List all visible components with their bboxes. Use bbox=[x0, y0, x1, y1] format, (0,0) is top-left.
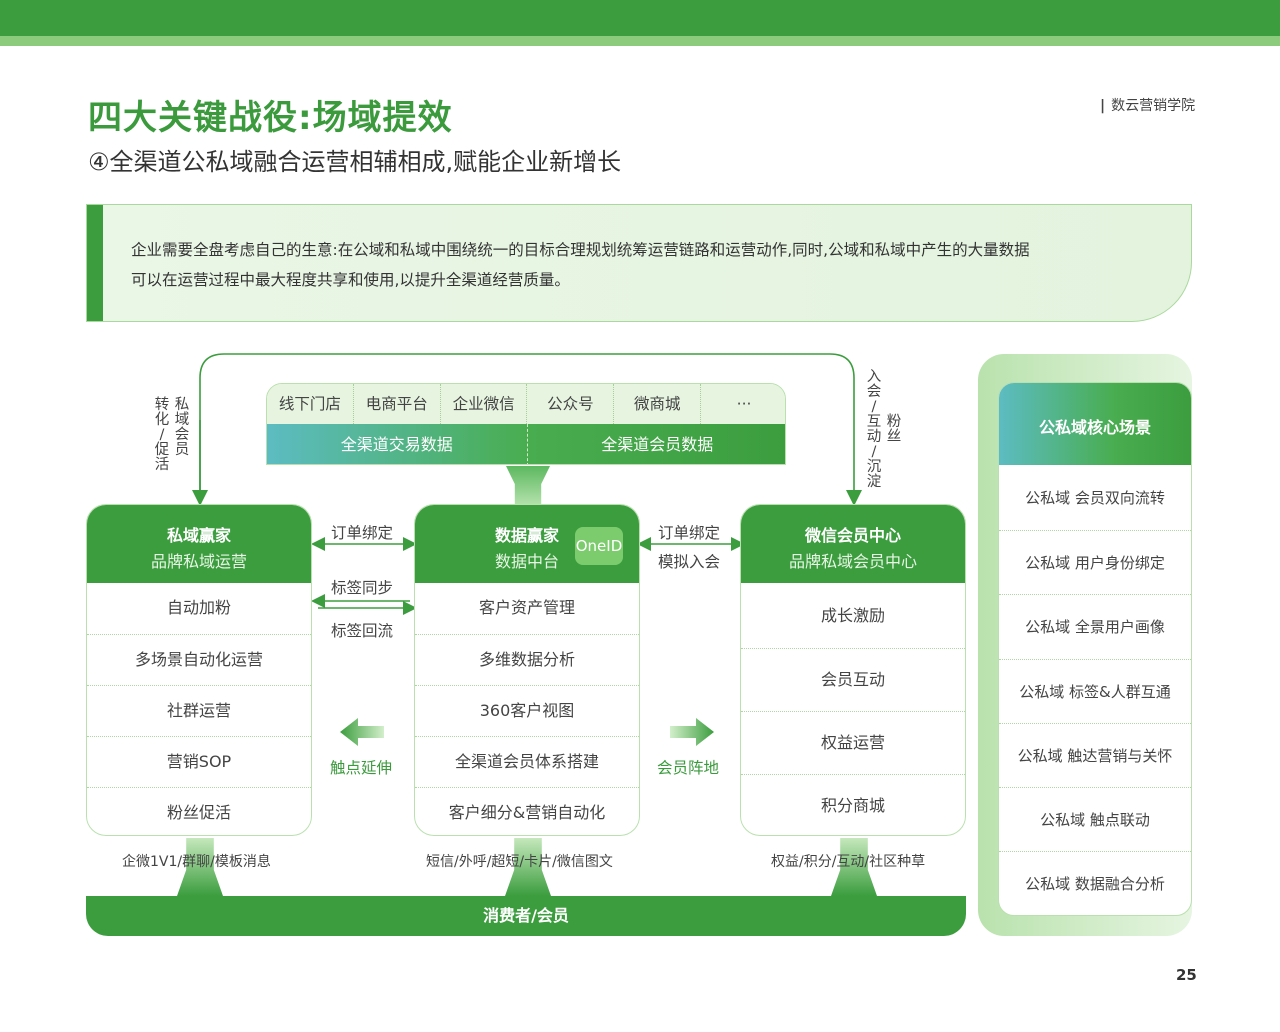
channel-strip: 线下门店 电商平台 企业微信 公众号 微商城 ··· 全渠道交易数据 全渠道会员… bbox=[266, 383, 786, 465]
private-item: 社群运营 bbox=[87, 685, 311, 736]
scene-item: 公私域 标签&人群互通 bbox=[999, 659, 1191, 724]
left-vertical-label: 转化/促活 私域会员 bbox=[154, 398, 190, 473]
member-item: 会员互动 bbox=[741, 648, 965, 711]
vlabel-private-member: 私域会员 bbox=[174, 397, 190, 458]
channel-row: 线下门店 电商平台 企业微信 公众号 微商城 ··· bbox=[267, 384, 785, 424]
touchpoint-extend-label: 触点延伸 bbox=[330, 759, 393, 777]
channel-more: ··· bbox=[736, 395, 752, 413]
intro-box: 企业需要全盘考虑自己的生意:在公域和私域中围绕统一的目标合理规划统筹运营链路和运… bbox=[86, 204, 1192, 322]
scene-item: 公私域 全景用户画像 bbox=[999, 594, 1191, 659]
wechat-member-card: 微信会员中心 品牌私域会员中心 成长激励 会员互动 权益运营 积分商城 bbox=[740, 504, 966, 836]
member-data-label: 全渠道会员数据 bbox=[601, 435, 714, 454]
private-item: 营销SOP bbox=[87, 736, 311, 787]
touch-channels-center: 短信/外呼/超短/卡片/微信图文 bbox=[426, 854, 613, 870]
member-item: 积分商城 bbox=[741, 774, 965, 835]
scene-item: 公私域 触达营销与关怀 bbox=[999, 723, 1191, 788]
scene-item: 公私域 数据融合分析 bbox=[999, 851, 1191, 915]
oneid-badge: OneID bbox=[575, 527, 623, 565]
scene-item: 公私域 会员双向流转 bbox=[1025, 489, 1165, 507]
intro-line-2: 可以在运营过程中最大程度共享和使用,以提升全渠道经营质量。 bbox=[131, 271, 570, 289]
private-winner-card: 私域赢家 品牌私域运营 自动加粉 多场景自动化运营 社群运营 营销SOP 粉丝促… bbox=[86, 504, 312, 836]
data-item: 客户资产管理 bbox=[478, 598, 575, 617]
intro-line-1: 企业需要全盘考虑自己的生意:在公域和私域中围绕统一的目标合理规划统筹运营链路和运… bbox=[131, 241, 1030, 259]
private-winner-title: 私域赢家 bbox=[166, 526, 231, 545]
touch-channels-left: 企微1V1/群聊/模板消息 bbox=[122, 854, 271, 870]
link-tag-return: 标签回流 bbox=[331, 622, 394, 640]
vlabel-join: 入会/互动/沉淀 bbox=[866, 369, 882, 490]
vlabel-fans: 粉丝 bbox=[886, 414, 902, 445]
page-number: 25 bbox=[1176, 966, 1197, 984]
link-tag-sync: 标签同步 bbox=[331, 579, 394, 597]
wechat-member-subtitle: 品牌私域会员中心 bbox=[788, 552, 917, 571]
data-item: 客户细分&营销自动化 bbox=[415, 787, 639, 835]
wechat-member-header: 微信会员中心 品牌私域会员中心 bbox=[741, 505, 965, 583]
link-simulated-join: 模拟入会 bbox=[658, 553, 721, 571]
channel-mini-mall: 微商城 bbox=[614, 384, 702, 424]
right-vertical-label: 入会/互动/沉淀 粉丝 bbox=[866, 370, 902, 490]
brand-text: 数云营销学院 bbox=[1111, 98, 1196, 114]
channel-wecom: 企业微信 bbox=[441, 384, 528, 424]
private-winner-subtitle: 品牌私域运营 bbox=[150, 552, 247, 571]
data-item: 多维数据分析 bbox=[415, 634, 639, 685]
intro-text: 企业需要全盘考虑自己的生意:在公域和私域中围绕统一的目标合理规划统筹运营链路和运… bbox=[131, 235, 1151, 295]
channel-official-account: 公众号 bbox=[527, 384, 615, 424]
link-order-bind-left: 订单绑定 bbox=[331, 524, 394, 542]
data-winner-header: 数据赢家 数据中台 OneID bbox=[415, 505, 639, 583]
page-subtitle: ④全渠道公私域融合运营相辅相成,赋能企业新增长 bbox=[88, 148, 622, 176]
private-item: 自动加粉 bbox=[166, 598, 231, 617]
brand-label: |数云营销学院 bbox=[1100, 98, 1196, 114]
data-item: 360客户视图 bbox=[415, 685, 639, 736]
member-item: 成长激励 bbox=[820, 606, 885, 625]
data-winner-card: 数据赢家 数据中台 OneID 客户资产管理 多维数据分析 360客户视图 全渠… bbox=[414, 504, 640, 836]
private-item: 多场景自动化运营 bbox=[87, 634, 311, 685]
data-winner-title: 数据赢家 bbox=[494, 526, 559, 545]
data-row: 全渠道交易数据 全渠道会员数据 bbox=[267, 424, 785, 464]
member-item: 权益运营 bbox=[741, 711, 965, 774]
member-base-label: 会员阵地 bbox=[657, 759, 720, 777]
channel-offline-store: 线下门店 bbox=[267, 384, 354, 424]
scene-item: 公私域 触点联动 bbox=[999, 787, 1191, 852]
data-item: 全渠道会员体系搭建 bbox=[415, 736, 639, 787]
private-winner-header: 私域赢家 品牌私域运营 bbox=[87, 505, 311, 583]
wechat-member-title: 微信会员中心 bbox=[804, 526, 901, 545]
consumer-member-bar: 消费者/会员 bbox=[86, 896, 966, 936]
vlabel-convert: 转化/促活 bbox=[154, 397, 170, 473]
touch-channels-right: 权益/积分/互动/社区种草 bbox=[771, 854, 926, 870]
link-order-bind-right: 订单绑定 bbox=[658, 524, 721, 542]
private-item: 粉丝促活 bbox=[87, 787, 311, 835]
channel-ecommerce: 电商平台 bbox=[354, 384, 441, 424]
scenes-panel: 公私域核心场景 公私域 会员双向流转 公私域 用户身份绑定 公私域 全景用户画像… bbox=[998, 382, 1192, 916]
top-band bbox=[0, 0, 1280, 36]
page-title: 四大关键战役:场域提效 bbox=[88, 98, 453, 138]
intro-accent-bar bbox=[87, 205, 103, 321]
trade-data-label: 全渠道交易数据 bbox=[267, 424, 528, 464]
top-band-light bbox=[0, 36, 1280, 46]
scene-item: 公私域 用户身份绑定 bbox=[999, 530, 1191, 595]
data-winner-subtitle: 数据中台 bbox=[494, 552, 559, 571]
scenes-title: 公私域核心场景 bbox=[999, 383, 1191, 465]
